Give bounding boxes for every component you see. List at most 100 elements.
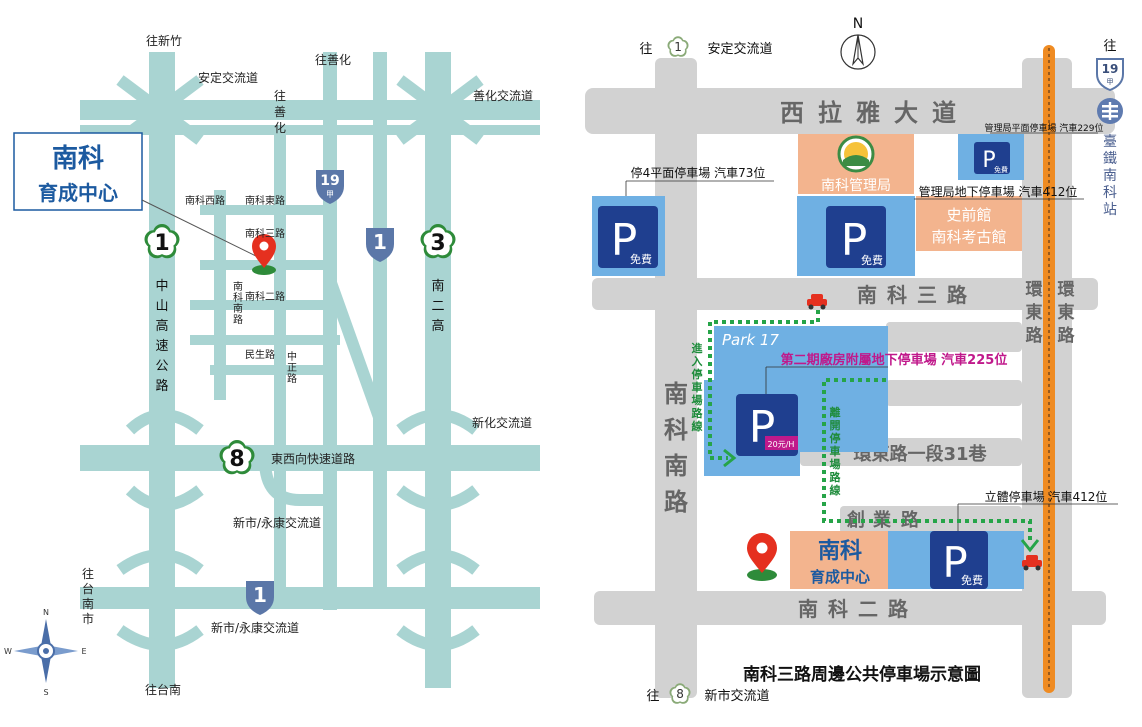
svg-text:二: 二	[858, 597, 878, 621]
svg-text:E: E	[81, 647, 86, 656]
railway-line	[1043, 45, 1055, 693]
svg-text:停: 停	[692, 367, 703, 381]
label-xinshi-ic-right: 新市交流道	[704, 688, 769, 704]
svg-text:南: 南	[798, 597, 818, 621]
svg-text:路: 路	[287, 372, 297, 385]
svg-text:免費: 免費	[961, 573, 983, 587]
svg-text:西: 西	[780, 99, 804, 127]
svg-text:P: P	[942, 538, 967, 587]
svg-text:甲: 甲	[1107, 78, 1114, 86]
label-zhongshan-freeway: 中 山 高 速 公 路	[155, 279, 168, 394]
svg-text:科: 科	[828, 597, 848, 621]
parking-p-icon: P 免費	[826, 206, 886, 268]
svg-text:拉: 拉	[818, 99, 842, 127]
callout-box	[13, 132, 143, 211]
label-nanke-3-rd: 南科三路	[245, 227, 285, 240]
freeway-3-shield-icon: 3	[420, 224, 456, 259]
left-map: 南科 育成中心 1 3 8 1 1	[4, 33, 540, 697]
incubator-building	[790, 531, 888, 589]
svg-text:公: 公	[155, 359, 168, 374]
svg-text:甲: 甲	[326, 190, 334, 199]
svg-text:中: 中	[287, 350, 297, 363]
incubator-location-pin-icon	[747, 533, 777, 581]
multi-storey-parking-label: 立體停車場 汽車412位	[985, 489, 1108, 504]
svg-text:路: 路	[664, 488, 689, 516]
callout-leader	[141, 199, 257, 257]
svg-text:停: 停	[830, 431, 841, 445]
freeway-1-shield-icon: 1	[144, 224, 180, 259]
svg-text:科: 科	[1103, 185, 1117, 201]
phase2-underground-parking[interactable]: P 20元/H	[736, 394, 798, 456]
map-title: 南科三路周邊公共停車場示意圖	[743, 664, 981, 685]
svg-text:南: 南	[82, 596, 94, 611]
svg-text:速: 速	[155, 339, 168, 354]
svg-text:往: 往	[1103, 39, 1116, 54]
svg-text:南: 南	[857, 283, 877, 307]
svg-text:東: 東	[1026, 302, 1043, 323]
freeway-8-bottom-shield-icon: 8	[669, 683, 691, 704]
svg-text:線: 線	[692, 419, 703, 433]
lot-4-parking-label: 停4平面停車場 汽車73位	[631, 165, 766, 180]
parking-p-icon: P 免費	[974, 142, 1010, 174]
label-nanke-2-rd: 南科二路	[245, 290, 285, 303]
svg-text:1: 1	[154, 231, 169, 256]
svg-text:路: 路	[692, 406, 704, 420]
svg-text:S: S	[43, 688, 48, 697]
svg-text:正: 正	[287, 363, 297, 374]
svg-text:鐵: 鐵	[1103, 150, 1117, 167]
svg-text:8: 8	[676, 687, 684, 701]
svg-text:N: N	[853, 16, 863, 32]
admin-underground-parking-label: 管理局地下停車場 汽車412位	[919, 184, 1078, 199]
label-nanke-e-rd: 南科東路	[245, 194, 285, 207]
label-xinshi-yongkang-ic-1: 新市/永康交流道	[233, 515, 321, 530]
svg-text:中: 中	[155, 279, 168, 294]
provincial-1-bottom-shield-icon: 1	[246, 581, 274, 615]
svg-text:雅: 雅	[856, 99, 880, 127]
car-icon	[807, 294, 827, 310]
label-anding-ic: 安定交流道	[198, 70, 258, 85]
svg-text:往: 往	[274, 88, 286, 103]
exit-route-line	[822, 378, 1032, 542]
callout-subtitle: 育成中心	[38, 181, 118, 205]
svg-text:20元/H: 20元/H	[768, 440, 795, 449]
svg-text:免費: 免費	[630, 252, 652, 266]
label-to-tainan: 往台南	[145, 682, 181, 697]
svg-text:環: 環	[1058, 280, 1076, 300]
label-zhongzheng-rd: 中 正 路	[287, 350, 297, 385]
svg-text:開: 開	[830, 419, 841, 432]
admin-bureau-logo-icon	[837, 135, 875, 173]
svg-text:東: 東	[1058, 302, 1075, 323]
svg-text:南: 南	[664, 380, 688, 408]
svg-text:19: 19	[320, 173, 339, 189]
park17-label: Park 17	[722, 331, 779, 349]
svg-text:入: 入	[692, 355, 703, 368]
svg-text:P: P	[611, 215, 638, 266]
left-roads	[80, 52, 540, 688]
road-nanke-2nd: 南 科 二 路	[798, 597, 909, 621]
label-exit-route: 離 開 停 車 場 路 線	[830, 405, 842, 497]
svg-text:高: 高	[155, 318, 168, 334]
svg-text:路: 路	[1058, 325, 1076, 346]
label-to-shanhua: 往善化	[315, 52, 351, 67]
svg-text:場: 場	[692, 393, 703, 407]
north-arrow-icon: N	[840, 16, 876, 70]
freeway-8-shield-icon: 8	[219, 440, 255, 475]
svg-text:1: 1	[674, 40, 682, 54]
callout-title: 南科	[52, 144, 104, 174]
svg-text:山: 山	[155, 299, 168, 314]
svg-text:P: P	[982, 148, 995, 173]
svg-text:路: 路	[1026, 325, 1044, 346]
svg-text:化: 化	[274, 121, 286, 135]
compass-rose-icon: N S W E	[4, 608, 86, 697]
svg-text:路: 路	[830, 470, 842, 484]
svg-text:站: 站	[1103, 202, 1117, 218]
provincial-1-shield-icon: 1	[366, 228, 394, 262]
svg-text:1: 1	[373, 230, 387, 254]
svg-text:南: 南	[664, 452, 688, 480]
label-to-hsinchu: 往新竹	[146, 33, 182, 48]
svg-text:科: 科	[233, 291, 243, 304]
svg-text:場: 場	[830, 457, 841, 471]
car-icon	[1022, 555, 1042, 571]
provincial-19a-right-shield-icon: 19 甲	[1096, 58, 1124, 92]
